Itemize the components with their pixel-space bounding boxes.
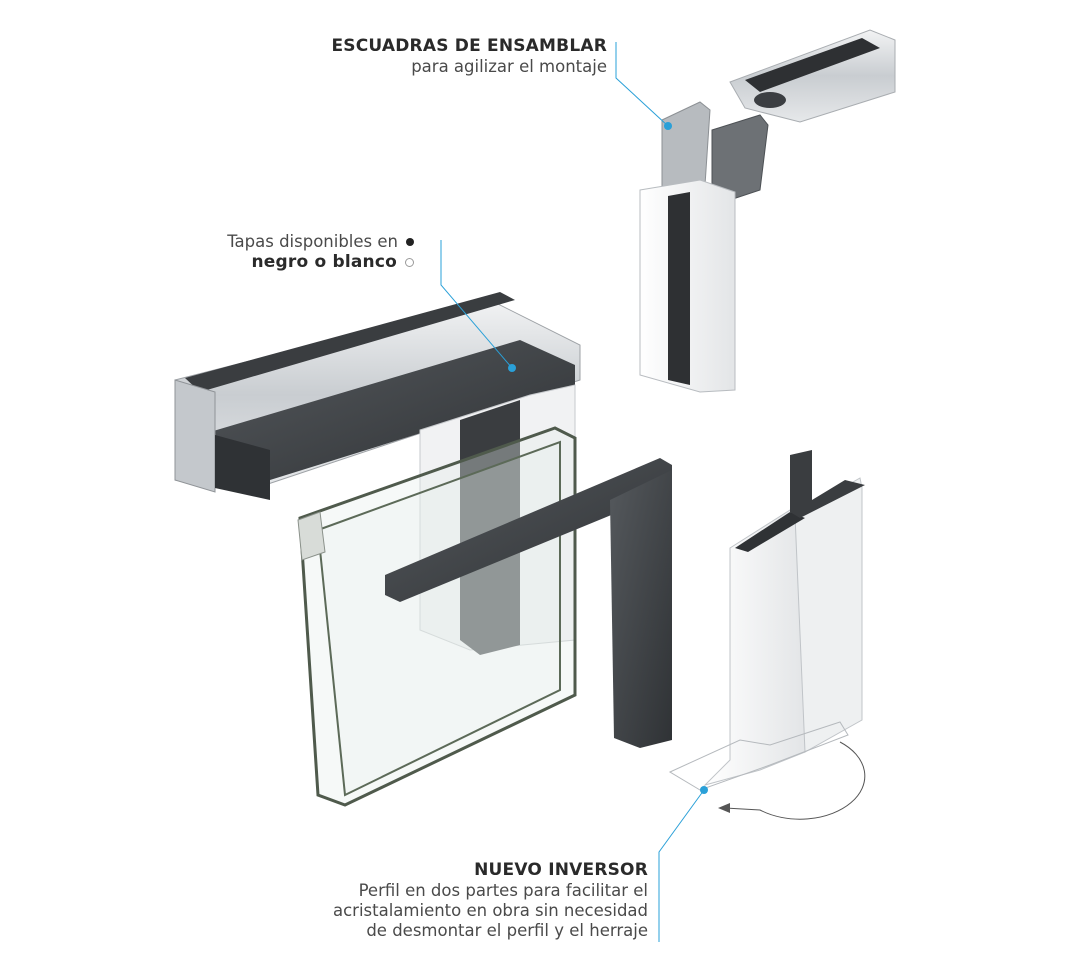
frame-end-section (174, 379, 216, 493)
inversor-title: NUEVO INVERSOR (474, 860, 648, 880)
tapas-line1: Tapas disponibles en (227, 232, 398, 251)
glass-pane-back (298, 426, 577, 807)
leader-inversor (658, 789, 705, 942)
marker-escuadras (664, 122, 672, 130)
frame-dark-rail-2 (210, 340, 575, 480)
inverter-dark-cap-right (790, 450, 865, 518)
escuadras-text: para agilizar el montaje (411, 56, 607, 76)
inversor-line-1: Perfil en dos partes para facilitar el (358, 880, 648, 900)
glazing-bead (385, 458, 672, 748)
marker-tapas (508, 364, 516, 372)
inverter-part-left (703, 509, 806, 786)
inverter-dark-cap-left (735, 512, 805, 552)
inner-dark-jamb (460, 400, 520, 655)
tapas-row-1: Tapas disponibles en (227, 232, 414, 252)
rotation-arrow (724, 741, 866, 820)
black-swatch-icon (406, 238, 414, 247)
leader-tapas (440, 240, 513, 369)
callout-tapas: Tapas disponibles en negro o blanco (227, 232, 414, 273)
profile-bore (754, 92, 786, 108)
white-swatch-icon (405, 257, 414, 267)
rotation-arrowhead (718, 803, 730, 813)
top-profile-gasket (745, 38, 880, 92)
inversor-line-3: de desmontar el perfil y el herraje (366, 920, 648, 940)
inverter-part-right (794, 477, 863, 753)
vertical-profile-gasket (668, 192, 690, 385)
frame-profile (174, 292, 581, 500)
glass-unit (297, 426, 577, 807)
tapas-row-2: negro o blanco (227, 252, 414, 273)
inverter-profile (668, 450, 866, 820)
glass-spacer (297, 511, 326, 561)
inversor-line-2: acristalamiento en obra sin necesidad (332, 900, 648, 920)
bead-horizontal (385, 458, 672, 602)
bead-vertical (610, 470, 672, 748)
leader-lines (440, 42, 708, 942)
callout-escuadras: ESCUADRAS DE ENSAMBLAR para agilizar el … (331, 36, 607, 77)
frame-dark-rail-1 (185, 292, 515, 392)
callout-inversor: NUEVO INVERSOR Perfil en dos partes para… (333, 860, 648, 941)
glass-pane-front (316, 440, 561, 797)
corner-assembly (639, 29, 896, 393)
tapas-line2: negro o blanco (251, 252, 397, 273)
escuadras-title: ESCUADRAS DE ENSAMBLAR (331, 36, 607, 56)
leader-escuadras (615, 42, 669, 127)
marker-inversor (700, 786, 708, 794)
frame-dark-end (215, 435, 270, 500)
inverter-section-sketch (668, 721, 849, 791)
